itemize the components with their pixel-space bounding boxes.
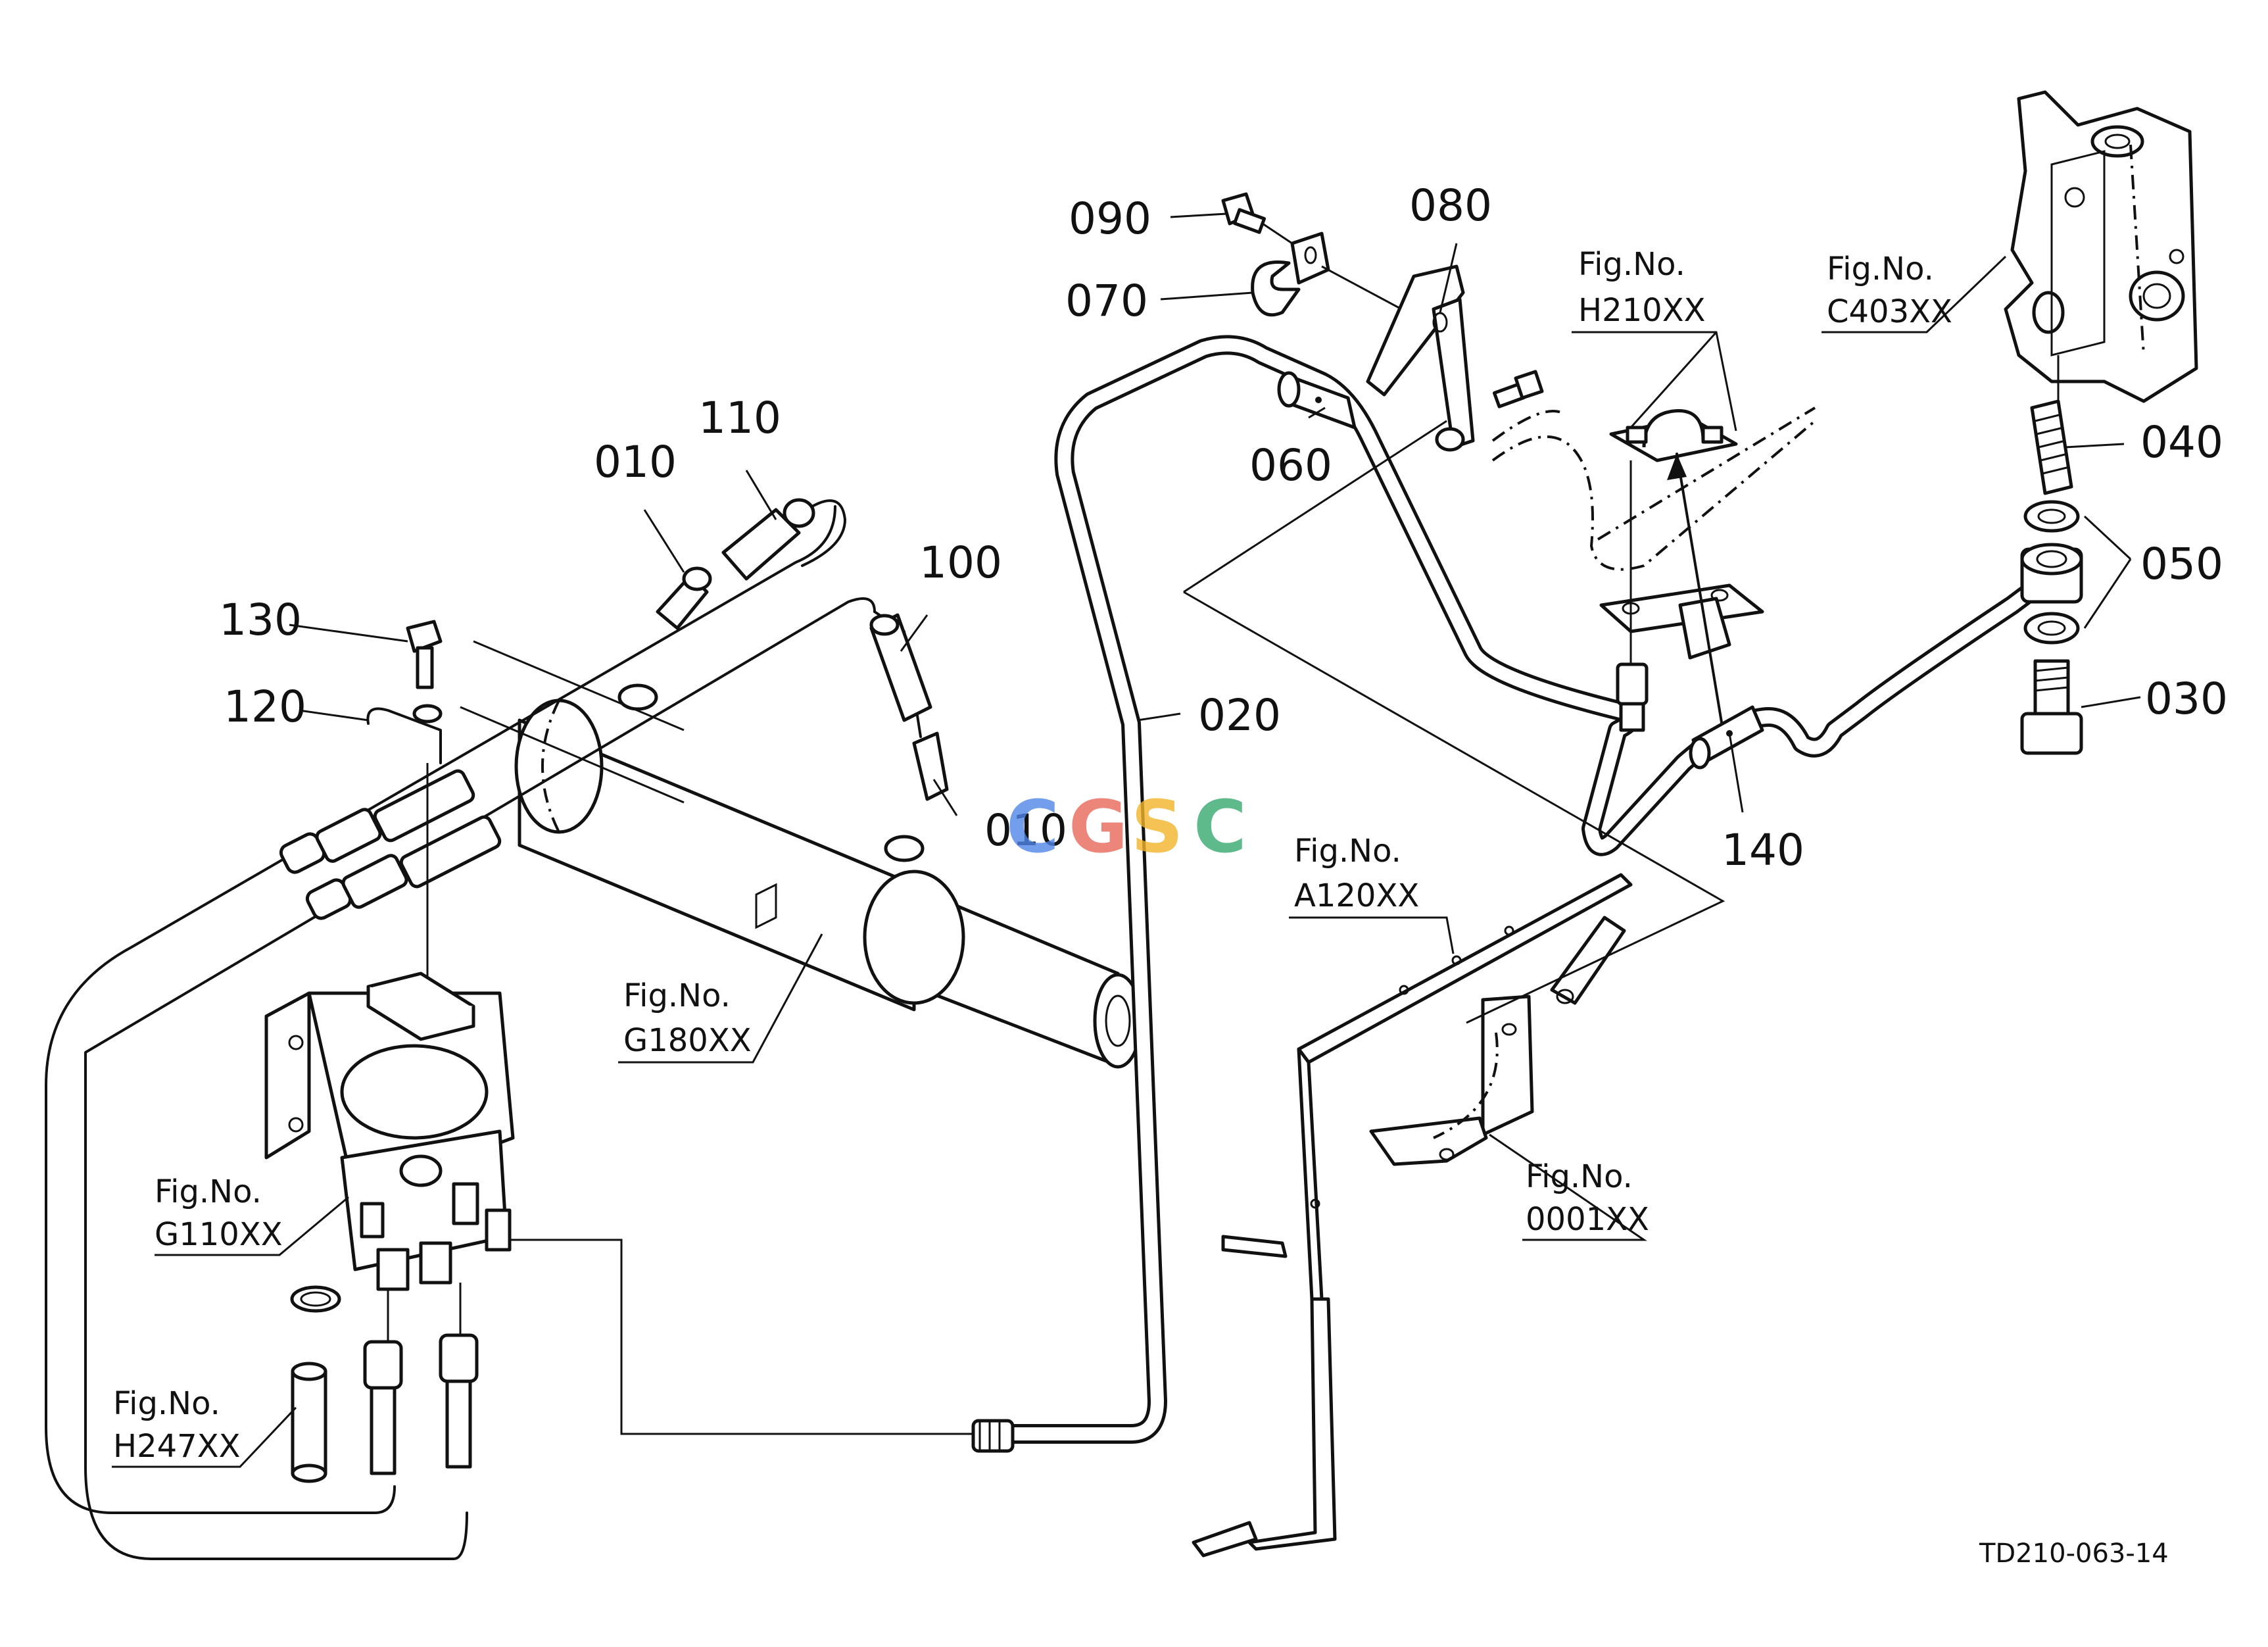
assembly-area-outline (1183, 420, 1725, 1024)
watermark-letter-2: G (1069, 785, 1128, 869)
hose-fitting-left (363, 1340, 403, 1475)
banjo-bolt-030 (2020, 659, 2083, 755)
fig-ref-c403: Fig.No. C403XX (1827, 251, 1952, 330)
elbow-fitting-010-top (656, 566, 712, 630)
fig-ref-g110: Fig.No. G110XX (155, 1173, 283, 1253)
drawing-code: TD210-063-14 (1979, 1538, 2169, 1569)
watermark-letter-4: C (1194, 785, 1247, 869)
pipe-sleeve-140 (1689, 705, 1764, 770)
clamp-assembly-h210 (1491, 406, 1816, 732)
pressure-hose-line (84, 597, 876, 1560)
control-valve-block (264, 971, 515, 1291)
watermark-letter-3: S (1131, 785, 1183, 869)
hose-clamp (290, 1285, 341, 1313)
elbow-fitting-010-mid (912, 731, 949, 801)
fig-ref-c403-code: C403XX (1827, 293, 1952, 330)
fig-ref-g110-prefix: Fig.No. (155, 1173, 262, 1210)
fig-ref-g110-code: G110XX (155, 1216, 283, 1253)
cylinder-centerline-upper (473, 640, 685, 731)
label-070: 070 (1065, 276, 1148, 326)
eye-joint-050 (2020, 543, 2083, 604)
pipe-clip-070 (1251, 232, 1330, 317)
steel-pipe-020 (1003, 335, 2035, 1444)
leader-lines (112, 212, 2141, 1468)
hose-fitting-right (439, 1333, 479, 1469)
label-090: 090 (1069, 193, 1151, 244)
h210-arrowhead (1667, 454, 1687, 480)
fig-ref-h247: Fig.No. H247XX (113, 1385, 240, 1465)
cylinder-centerline-lower (460, 706, 685, 804)
bracket-080 (1366, 264, 1475, 452)
fig-ref-g180-code: G180XX (623, 1022, 752, 1059)
fig-ref-a120-prefix: Fig.No. (1294, 833, 1401, 870)
small-bracket-0001 (1369, 995, 1534, 1166)
pipe-end-nut (971, 1419, 1015, 1453)
bolt-130 (406, 620, 443, 689)
label-010-mid: 010 (984, 805, 1067, 856)
fig-ref-a120: Fig.No. A120XX (1294, 833, 1419, 914)
label-020: 020 (1198, 690, 1281, 741)
label-120: 120 (224, 681, 306, 732)
spring-040 (2030, 399, 2073, 495)
label-110: 110 (698, 393, 781, 443)
fig-ref-h210-code: H210XX (1578, 292, 1705, 329)
label-130: 130 (219, 595, 302, 645)
label-060: 060 (1249, 440, 1332, 491)
clip-assembly-line-upper (1262, 222, 1293, 245)
watermark-letter-1: C (1006, 785, 1059, 869)
valve-to-pipe-line (510, 1239, 973, 1435)
h210-arrow (1676, 453, 1724, 731)
steel-pipe-020-inner (1006, 338, 2032, 1440)
clamp-bracket-120 (366, 704, 443, 764)
label-140: 140 (1722, 825, 1804, 875)
hose-coupler-pair (279, 769, 502, 920)
watermark-logo: C G S C (1006, 785, 1247, 869)
quick-coupler-110 (721, 498, 815, 581)
hose-sleeve (291, 1362, 327, 1483)
fig-ref-h247-code: H247XX (113, 1428, 240, 1465)
label-100: 100 (919, 537, 1002, 588)
label-010-top: 010 (594, 437, 677, 487)
quick-coupler-100 (869, 613, 932, 722)
label-040: 040 (2140, 417, 2223, 468)
fig-ref-h210: Fig.No. H210XX (1578, 246, 1705, 329)
hose-110-loop (801, 499, 846, 567)
fig-ref-0001-code: 0001XX (1526, 1201, 1649, 1238)
fig-ref-g180-prefix: Fig.No. (623, 977, 731, 1014)
valve-block-c403 (2004, 90, 2198, 403)
fig-ref-h247-prefix: Fig.No. (113, 1385, 220, 1422)
pipe-sleeve-060 (1277, 371, 1357, 430)
label-050: 050 (2140, 539, 2223, 589)
return-hose-line (45, 505, 836, 1514)
fig-ref-0001-prefix: Fig.No. (1526, 1158, 1633, 1195)
bolt-090 (1221, 192, 1267, 234)
fig-ref-c403-prefix: Fig.No. (1827, 251, 1934, 287)
label-080: 080 (1409, 180, 1492, 231)
fig-ref-a120-code: A120XX (1294, 877, 1419, 914)
fig-ref-0001: Fig.No. 0001XX (1526, 1158, 1649, 1238)
frame-bracket-a120 (1192, 873, 1633, 1558)
label-030: 030 (2145, 674, 2228, 724)
washer-050-bottom (2023, 612, 2080, 645)
washer-050-top (2023, 500, 2080, 533)
fig-ref-g180: Fig.No. G180XX (623, 977, 752, 1059)
fig-ref-h210-prefix: Fig.No. (1578, 246, 1685, 283)
bolt-bracket-080 (1492, 370, 1544, 408)
